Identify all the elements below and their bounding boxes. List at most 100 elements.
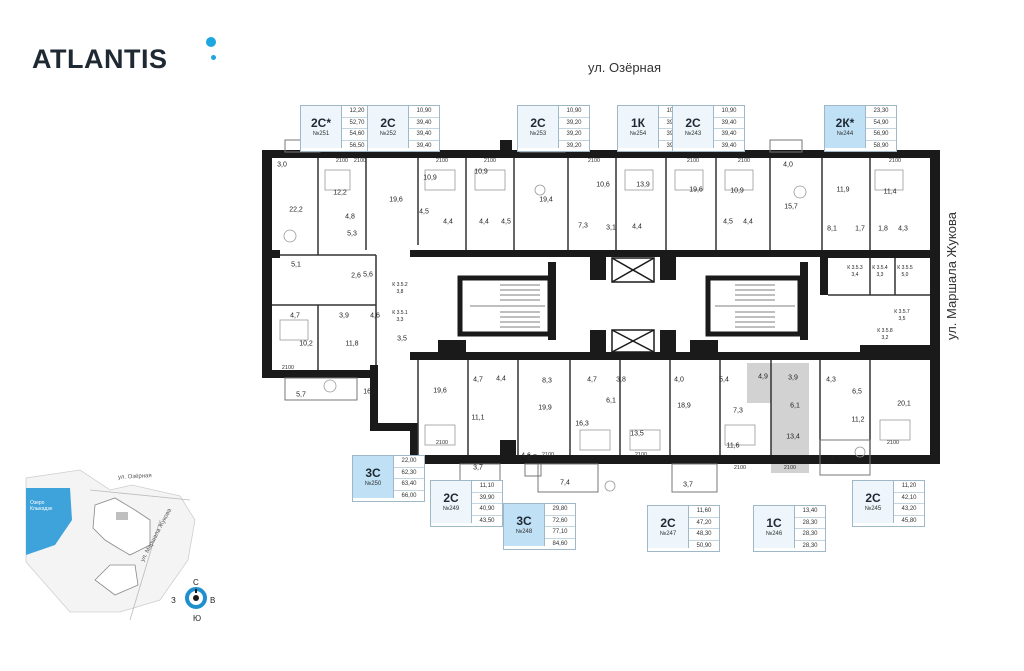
room-area: 13,4 [786, 433, 800, 441]
room-area: 4,5 [419, 208, 429, 216]
compass-ring [185, 587, 207, 609]
room-area: 4,3 [898, 225, 908, 233]
elevators [611, 257, 655, 353]
room-area: 19,6 [389, 196, 403, 204]
apartment-area-value: 48,30 [689, 529, 719, 541]
room-area: 6,1 [606, 397, 616, 405]
room-area: 4,7 [473, 376, 483, 384]
room-area: 4,6 [370, 312, 380, 320]
apartment-type: 2С [865, 490, 881, 505]
stairwell-right [705, 275, 803, 337]
logo-dot-icon [206, 37, 216, 47]
apartment-area-value: 52,70 [342, 118, 372, 129]
room-area: 6,1 [790, 402, 800, 410]
storage-area: 5,0 [901, 272, 909, 278]
room-area: 19,6 [689, 186, 703, 194]
street-label-right: ул. Маршала Жукова [944, 212, 959, 340]
storage-area: 3,4 [851, 272, 859, 278]
apartment-area-value: 10,90 [409, 106, 439, 118]
apartment-area-value: 28,30 [802, 542, 818, 549]
room-area: 4,4 [743, 218, 753, 226]
room-area: 4,5 [501, 218, 511, 226]
compass-south: Ю [193, 614, 202, 623]
apartment-area-value: 39,40 [409, 129, 439, 141]
apartment-area-value: 39,90 [472, 493, 502, 504]
window-dimension: 2100 [737, 158, 751, 164]
apartment-area-value: 62,30 [394, 468, 424, 479]
room-area: 4,0 [783, 161, 793, 169]
room-area: 5,6 [363, 271, 373, 279]
room-area: 5,1 [291, 261, 301, 269]
apartment-area-value: 29,80 [545, 504, 575, 516]
room-area: 4,0 [674, 376, 684, 384]
apartment-area-value: 39,20 [559, 118, 589, 129]
room-area: 10,9 [423, 174, 437, 182]
room-area: 19,6 [433, 387, 447, 395]
apartment-area-value: 11,10 [472, 481, 502, 493]
apartment-type: 2С [530, 115, 546, 130]
storage-area: 3,3 [876, 272, 884, 278]
storage-area: 3,2 [881, 335, 889, 341]
apartment-area-value: 13,40 [795, 506, 825, 518]
room-area: 4,5 [723, 218, 733, 226]
apartment-type: 1К [631, 115, 645, 130]
apartment-area-value: 42,10 [894, 493, 924, 504]
apartment-type: 2С [685, 115, 701, 130]
compass-west: З [171, 596, 176, 605]
room-area: 10,9 [474, 168, 488, 176]
apartment-number: №247 [659, 530, 677, 537]
apartment-number: №252 [379, 130, 397, 137]
room-area: 3,7 [683, 481, 693, 489]
room-area: 19,4 [539, 196, 553, 204]
room-area: 7,4 [560, 479, 570, 487]
apartment-area-value: 23,30 [866, 106, 896, 118]
room-area: 16,5 [363, 388, 377, 396]
room-area: 10,9 [730, 187, 744, 195]
apartment-area-value: 54,90 [866, 118, 896, 129]
apartment-number: №248 [515, 528, 533, 535]
room-area: 3,9 [339, 312, 349, 320]
storage-name: К 3.5.4 [872, 265, 888, 271]
storage-name: К 3.5.5 [897, 265, 913, 271]
apartment-number: №253 [529, 130, 547, 137]
apartment-area-value: 58,90 [873, 142, 889, 149]
room-area: 11,4 [883, 188, 897, 196]
apartment-area-value: 39,40 [714, 118, 744, 129]
room-area: 1,7 [855, 225, 865, 233]
apartment-area-value: 84,60 [552, 540, 568, 547]
room-area: 19,9 [538, 404, 552, 412]
storage-name: К 3.5.2 [392, 282, 408, 288]
apartment-area-value: 50,90 [696, 542, 712, 549]
room-area: 18,9 [677, 402, 691, 410]
room-area: 3,9 [788, 374, 798, 382]
room-area: 4,7 [587, 376, 597, 384]
inner-walls [272, 158, 930, 455]
room-area: 20,1 [897, 400, 911, 408]
room-area: 4,7 [290, 312, 300, 320]
apartment-area-value: 39,40 [721, 142, 737, 149]
room-area: 16,3 [575, 420, 589, 428]
room-area: 3,7 [473, 464, 483, 472]
